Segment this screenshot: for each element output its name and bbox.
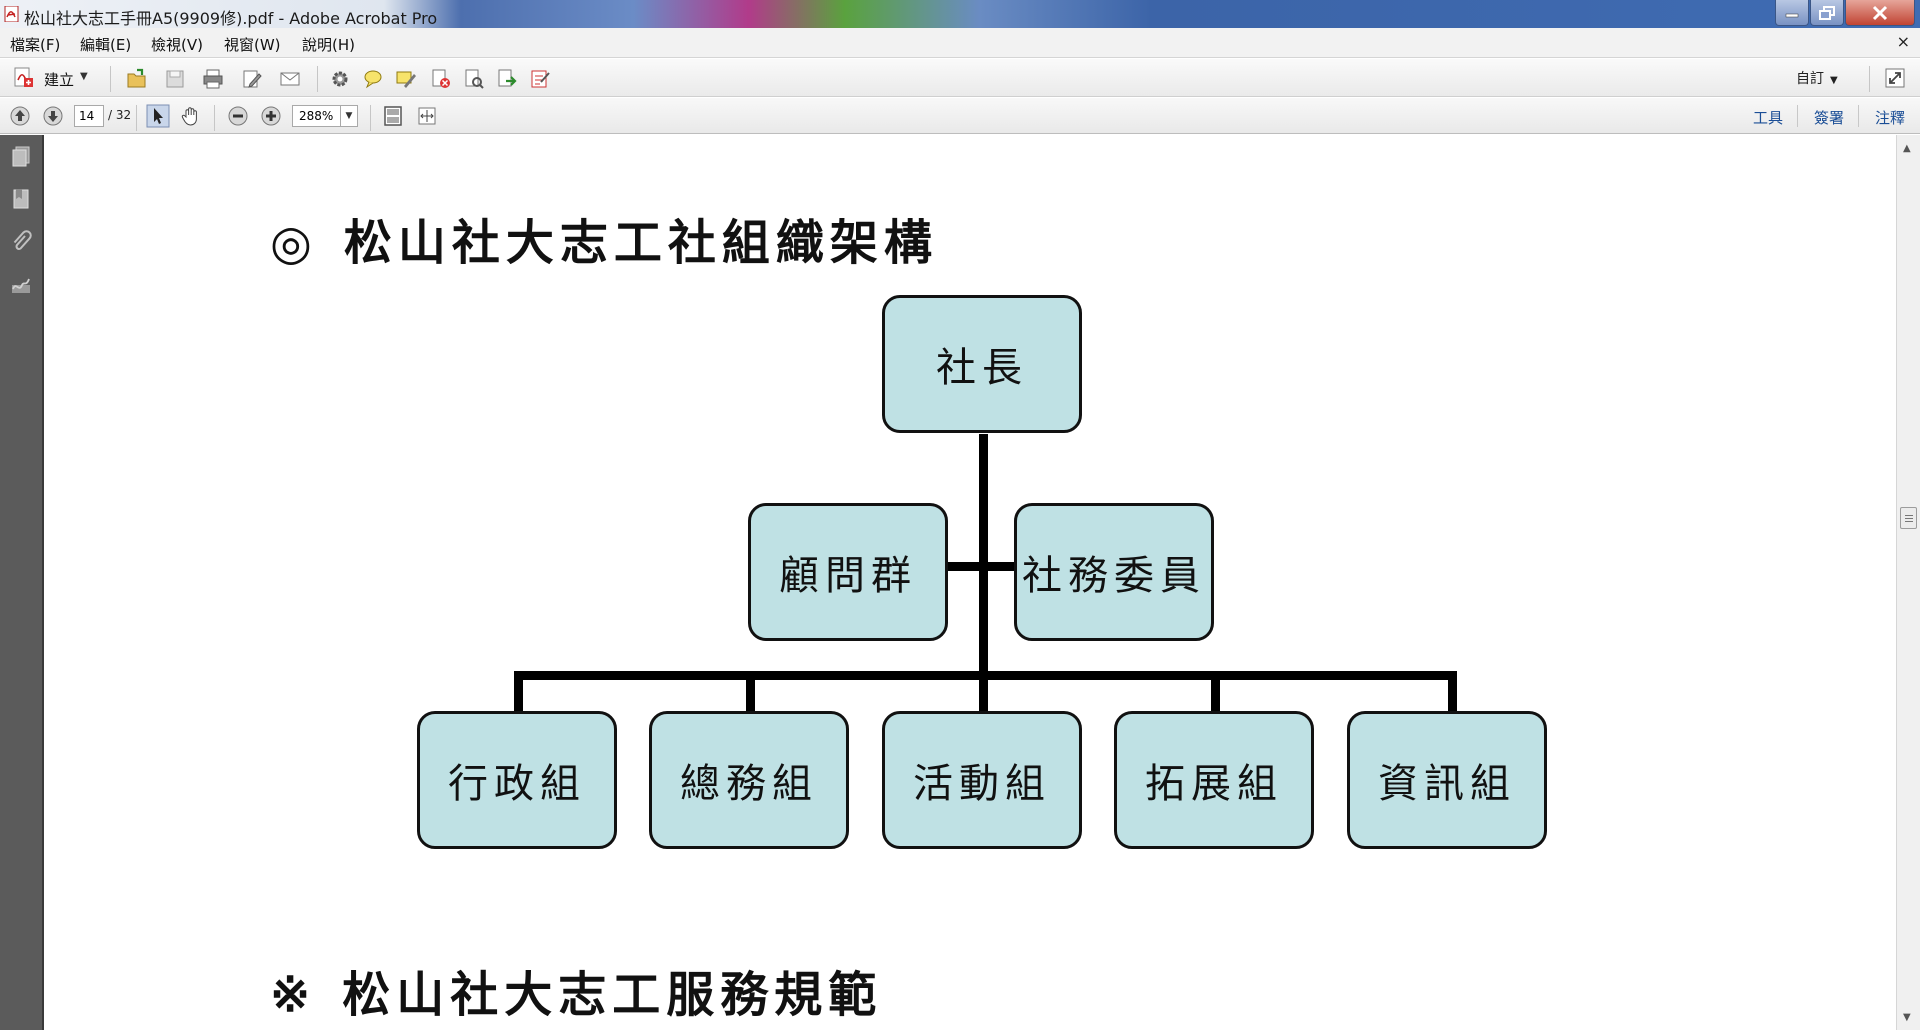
- tools-pane-link[interactable]: 工具: [1753, 109, 1784, 127]
- fit-width-icon[interactable]: [416, 105, 438, 127]
- export-icon[interactable]: [496, 68, 518, 90]
- org-trunk-line: [979, 434, 988, 810]
- org-box-committee: 社務委員: [1014, 503, 1214, 641]
- pdf-app-icon: [4, 6, 19, 22]
- page-thumbnails-icon[interactable]: [10, 145, 32, 169]
- org-branch-line: [746, 671, 755, 711]
- thumb-grip: [1905, 518, 1913, 519]
- org-box-advisors: 顧問群: [748, 503, 948, 641]
- restore-icon: [1819, 5, 1835, 20]
- org-middle-connector: [948, 562, 1020, 571]
- thumb-grip: [1905, 521, 1913, 522]
- heading-text: 松山社大志工服務規範: [342, 967, 883, 1023]
- heading-symbol: ◎: [270, 215, 318, 271]
- thumb-grip: [1905, 515, 1913, 516]
- toolbar-separator: [317, 66, 318, 92]
- next-page-icon[interactable]: [42, 105, 64, 127]
- toolbar-separator: [1869, 66, 1870, 92]
- menu-help[interactable]: 說明(H): [302, 36, 355, 54]
- org-branch-line: [1211, 671, 1220, 711]
- close-icon: [1872, 5, 1888, 20]
- create-dropdown-icon: ▼: [80, 71, 88, 82]
- form-icon[interactable]: [529, 68, 551, 90]
- toolbar-separator: [214, 105, 215, 131]
- zoom-out-icon[interactable]: [227, 105, 249, 127]
- org-box-outreach: 拓展組: [1114, 711, 1314, 849]
- customize-label: 自訂: [1796, 71, 1824, 87]
- page-total: / 32: [108, 108, 132, 122]
- email-icon[interactable]: [279, 68, 301, 90]
- org-branch-line: [514, 671, 523, 711]
- zoom-dropdown-icon[interactable]: ▼: [340, 106, 357, 126]
- heading-service-rules: ※ 松山社大志工服務規範: [270, 955, 882, 1025]
- toolbar-separator: [370, 105, 371, 131]
- bookmarks-icon[interactable]: [10, 187, 32, 211]
- heading-symbol: ※: [270, 967, 317, 1023]
- org-box-it: 資訊組: [1347, 711, 1547, 849]
- redact-icon[interactable]: [430, 68, 452, 90]
- title-bar: 松山社大志工手冊A5(9909修).pdf - Adobe Acrobat Pr…: [0, 0, 1920, 28]
- menu-window[interactable]: 視窗(W): [224, 36, 281, 54]
- highlight-icon[interactable]: [395, 68, 417, 90]
- zoom-value-input[interactable]: [293, 106, 341, 126]
- menu-file[interactable]: 檔案(F): [10, 36, 61, 54]
- scroll-up-icon[interactable]: ▲: [1903, 143, 1911, 154]
- scrollbar-thumb[interactable]: [1900, 507, 1917, 529]
- menu-edit[interactable]: 編輯(E): [80, 36, 132, 54]
- org-box-admin: 行政組: [417, 711, 617, 849]
- toolbar-separator: [1797, 105, 1798, 127]
- hand-tool-icon[interactable]: [180, 105, 202, 127]
- toolbar-separator: [110, 66, 111, 92]
- restore-button[interactable]: [1810, 0, 1844, 26]
- navigation-toolbar: / 32 ▼ 工具 簽署 注釋: [0, 98, 1920, 134]
- create-label: 建立: [44, 71, 75, 89]
- edit-document-icon[interactable]: [241, 68, 263, 90]
- customize-dropdown-icon: ▼: [1830, 75, 1838, 86]
- toolbar-separator: [1858, 105, 1859, 127]
- signatures-icon[interactable]: [10, 273, 32, 297]
- heading-org-structure: ◎ 松山社大志工社組織架構: [270, 203, 938, 273]
- menu-view[interactable]: 檢視(V): [151, 36, 203, 54]
- settings-gear-icon[interactable]: [329, 68, 351, 90]
- customize-button[interactable]: 自訂 ▼: [1796, 68, 1838, 88]
- select-tool-icon[interactable]: [146, 104, 170, 128]
- left-navigation-pane: [0, 135, 44, 1030]
- comment-pane-link[interactable]: 注釋: [1875, 109, 1906, 127]
- close-window-button[interactable]: [1845, 0, 1915, 26]
- expand-fullscreen-icon[interactable]: [1884, 67, 1906, 89]
- fit-page-icon[interactable]: [382, 105, 404, 127]
- vertical-scrollbar[interactable]: ▲ ▼: [1896, 135, 1920, 1030]
- attachments-paperclip-icon[interactable]: [10, 230, 32, 254]
- comment-bubble-icon[interactable]: [362, 68, 384, 90]
- minimize-icon: [1785, 13, 1799, 17]
- document-search-icon[interactable]: [463, 68, 485, 90]
- zoom-in-icon[interactable]: [260, 105, 282, 127]
- open-folder-icon[interactable]: [126, 68, 148, 90]
- org-box-activities: 活動組: [882, 711, 1082, 849]
- menu-bar: 檔案(F) 編輯(E) 檢視(V) 視窗(W) 說明(H) ×: [0, 28, 1920, 58]
- org-bottom-bar: [514, 671, 1457, 680]
- org-branch-line: [1448, 671, 1457, 711]
- minimize-button[interactable]: [1775, 0, 1809, 26]
- sign-pane-link[interactable]: 簽署: [1814, 109, 1845, 127]
- print-icon[interactable]: [202, 68, 224, 90]
- previous-page-icon[interactable]: [9, 105, 31, 127]
- window-title: 松山社大志工手冊A5(9909修).pdf - Adobe Acrobat Pr…: [24, 9, 438, 28]
- zoom-select[interactable]: ▼: [292, 105, 358, 127]
- heading-text: 松山社大志工社組織架構: [343, 215, 938, 271]
- create-pdf-icon: [14, 67, 33, 87]
- scroll-down-icon[interactable]: ▼: [1903, 1012, 1911, 1023]
- main-toolbar: 建立 ▼: [0, 59, 1920, 97]
- close-document-button[interactable]: ×: [1896, 32, 1910, 51]
- create-button[interactable]: 建立 ▼: [10, 65, 96, 91]
- org-box-president: 社長: [882, 295, 1082, 433]
- page-number-input[interactable]: [74, 105, 104, 127]
- toolbar-separator: [136, 105, 137, 131]
- save-icon[interactable]: [164, 68, 186, 90]
- document-view[interactable]: ◎ 松山社大志工社組織架構 社長 顧問群 社務委員 行政組 總務組 活動組 拓展組…: [44, 135, 1896, 1030]
- org-box-general-affairs: 總務組: [649, 711, 849, 849]
